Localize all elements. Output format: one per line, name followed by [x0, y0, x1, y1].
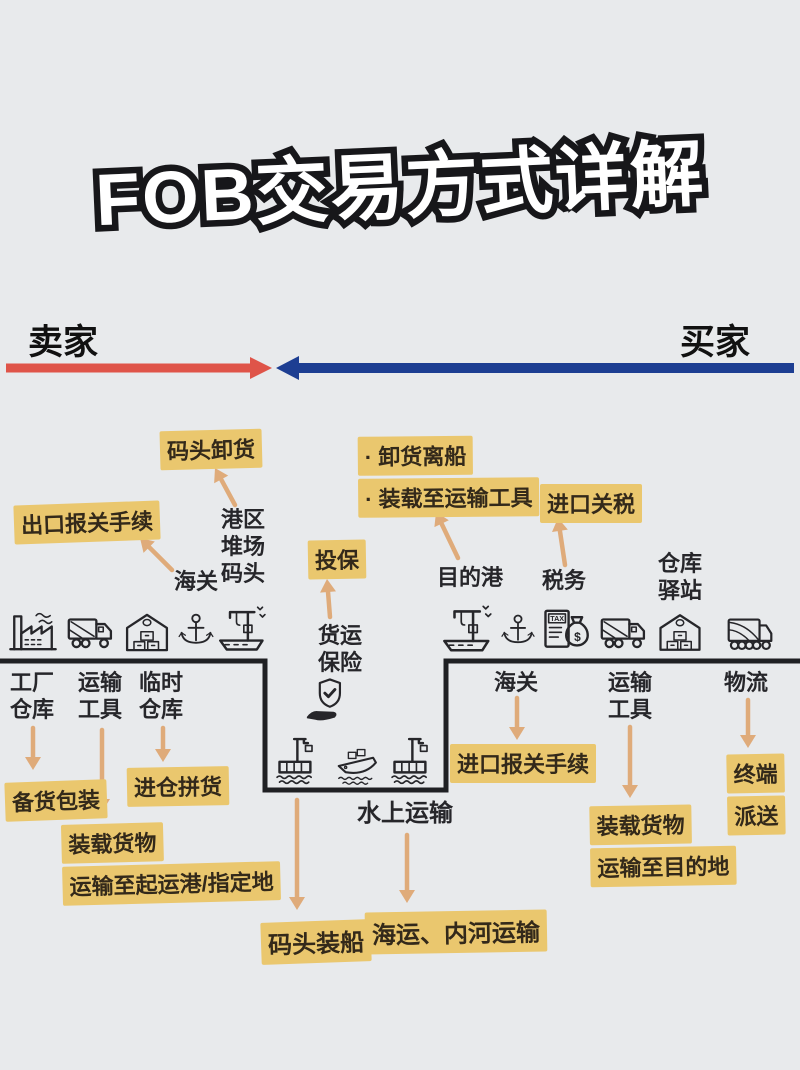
tax-label: 税务: [542, 568, 587, 593]
page-title: FOB交易方式详解: [87, 127, 713, 248]
warehouse-icon: [656, 608, 704, 657]
svg-text:$: $: [574, 630, 581, 644]
warehouse-station-label: 仓库 驿站: [658, 551, 703, 603]
water-transport-label: 水上运输: [357, 800, 453, 827]
truck-icon: [63, 608, 119, 657]
sea-river-label: 海运、内河运输: [364, 909, 548, 955]
warehouse-consolidation-label: 进仓拼货: [126, 766, 230, 807]
factory-warehouse-label: 工厂 仓库: [10, 670, 55, 722]
prepare-pack-label: 备货包装: [4, 779, 108, 822]
unload-steps-label: · 卸货离船 · 装载至运输工具: [357, 435, 540, 521]
import-customs-label: 进口报关手续: [450, 744, 597, 783]
port-yard-label: 港区 堆场 码头: [221, 507, 266, 586]
seller-label: 卖家: [28, 323, 99, 362]
transport-tool-right-label: 运输 工具: [608, 670, 653, 722]
export-customs-label: 出口报关手续: [13, 500, 161, 545]
temp-warehouse-label: 临时 仓库: [139, 670, 184, 722]
crane-ship-icon: [271, 735, 327, 787]
terminal-delivery-label: 终端 派送: [726, 753, 786, 839]
dock-loading-label: 码头装船: [260, 919, 372, 965]
customs-left-label: 海关: [174, 569, 219, 594]
anchor-icon: [176, 606, 216, 657]
customs-right-label: 海关: [494, 670, 539, 695]
logistics-label: 物流: [724, 670, 769, 695]
svg-text:TAX: TAX: [550, 615, 564, 623]
cargo-insurance-label: 货运 保险: [318, 623, 363, 675]
port-crane-icon: [441, 603, 495, 657]
cargo-ship-icon: [328, 744, 388, 788]
truck-icon: [596, 608, 652, 657]
buyer-label: 买家: [680, 323, 751, 362]
transport-tool-left-label: 运输 工具: [78, 670, 123, 722]
anchor-icon: [499, 606, 537, 657]
dock-unload-label: 码头卸货: [159, 428, 263, 471]
warehouse-icon: [122, 608, 172, 657]
import-duty-label: 进口关税: [540, 484, 643, 523]
load-goods-right-label: 装载货物 运输至目的地: [589, 804, 737, 891]
delivery-truck-icon: [708, 610, 792, 657]
tax-money-icon: TAX $: [541, 606, 593, 657]
port-crane-icon: [217, 603, 269, 657]
insurance-shield-icon: [303, 678, 351, 724]
crane-ship-icon: [387, 735, 441, 787]
load-goods-left-label: 装载货物 运输至起运港/指定地: [60, 819, 282, 909]
factory-icon: [6, 607, 60, 657]
destination-port-label: 目的港: [437, 565, 504, 590]
insure-label: 投保: [307, 539, 367, 580]
